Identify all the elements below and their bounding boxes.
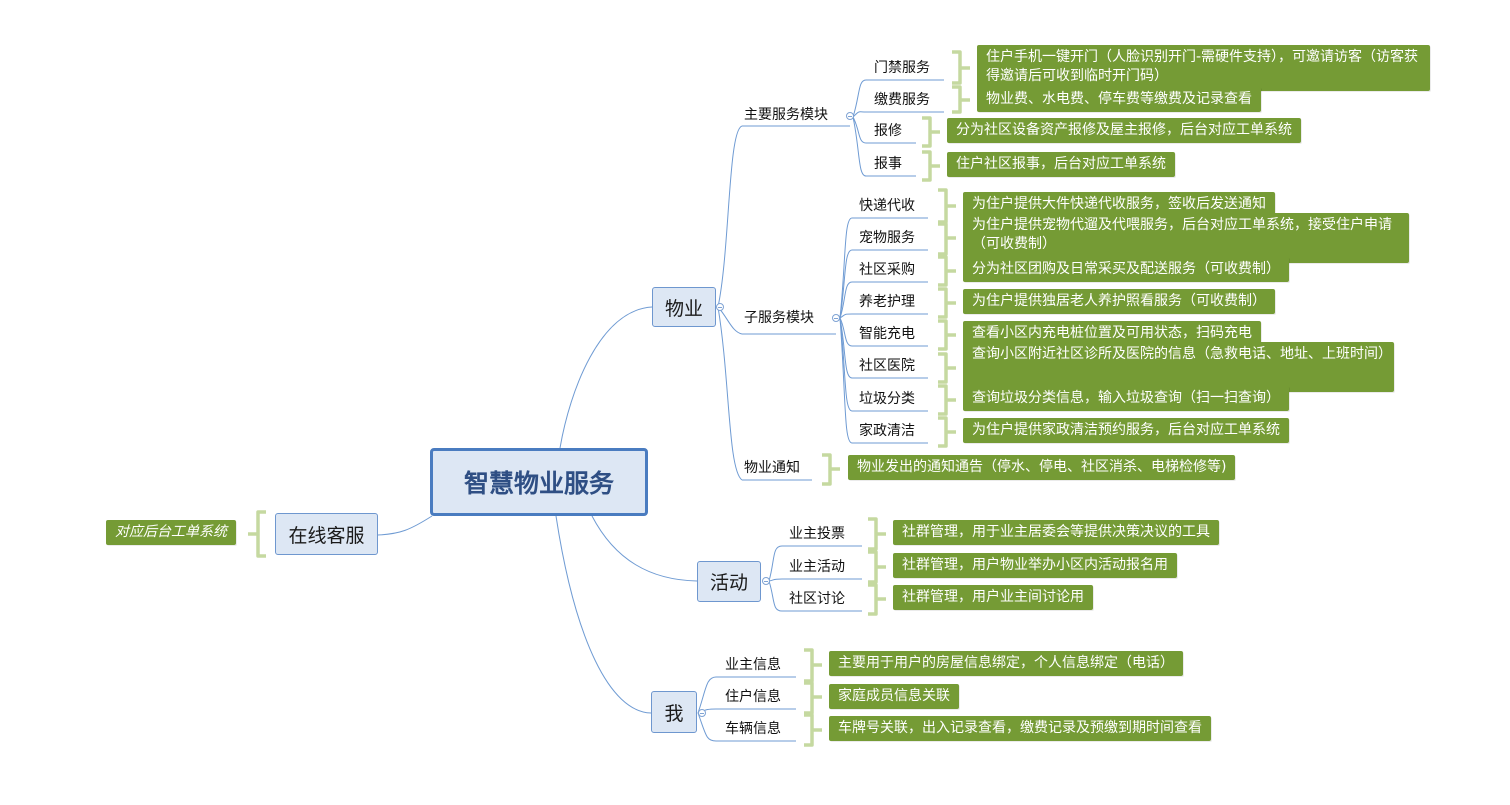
collapse-toggle-sub-modules[interactable] [832,314,840,322]
note-kuaidi: 为住户提供大件快递代收服务，签收后发送通知 [963,192,1275,217]
note-notice: 物业发出的通知通告（停水、停电、社区消杀、电梯检修等) [848,455,1236,480]
topic-menjin[interactable]: 门禁服务 [874,60,930,76]
topic-toupiao[interactable]: 业主投票 [789,526,845,542]
topic-yezhu-info[interactable]: 业主信息 [725,657,781,673]
note-kefu: 对应后台工单系统 [106,520,236,545]
root-node[interactable]: 智慧物业服务 [430,448,648,516]
topic-main-modules[interactable]: 主要服务模块 [744,107,828,123]
branch-huodong[interactable]: 活动 [697,561,761,602]
branch-wo-label: 我 [664,702,684,725]
topic-chongwu[interactable]: 宠物服务 [859,230,915,246]
topic-sub-modules[interactable]: 子服务模块 [744,310,814,326]
topic-laji[interactable]: 垃圾分类 [859,391,915,407]
topic-jiazheng[interactable]: 家政清洁 [859,423,915,439]
note-chongdian: 查看小区内充电桩位置及可用状态，扫码充电 [963,321,1261,346]
note-zhuhu-info: 家庭成员信息关联 [829,684,959,709]
topic-cheliang-info[interactable]: 车辆信息 [725,721,781,737]
topic-yiyuan[interactable]: 社区医院 [859,358,915,374]
note-jiazheng: 为住户提供家政清洁预约服务，后台对应工单系统 [963,418,1289,443]
note-cheliang-info: 车牌号关联，出入记录查看，缴费记录及预缴到期时间查看 [829,716,1211,741]
topic-baoxiu[interactable]: 报修 [874,123,902,139]
topic-zhuhu-info[interactable]: 住户信息 [725,689,781,705]
collapse-toggle-wo[interactable] [698,709,706,717]
note-menjin: 住户手机一键开门（人脸识别开门-需硬件支持），可邀请访客（访客获得邀请后可收到临… [977,45,1430,91]
topic-caigou[interactable]: 社区采购 [859,262,915,278]
topic-yanglao[interactable]: 养老护理 [859,294,915,310]
note-yanglao: 为住户提供独居老人养护照看服务（可收费制） [963,289,1275,314]
topic-baoshi[interactable]: 报事 [874,156,902,172]
note-yiyuan: 查询小区附近社区诊所及医院的信息（急救电话、地址、上班时间） [963,342,1394,392]
note-baoxiu: 分为社区设备资产报修及屋主报修，后台对应工单系统 [947,118,1301,143]
note-jiaofei: 物业费、水电费、停车费等缴费及记录查看 [977,87,1261,112]
note-caigou: 分为社区团购及日常采买及配送服务（可收费制） [963,257,1289,282]
note-baoshi: 住户社区报事，后台对应工单系统 [947,152,1175,177]
branch-kefu-label: 在线客服 [288,524,365,547]
branch-huodong-label: 活动 [709,572,748,594]
note-laji: 查询垃圾分类信息，输入垃圾查询（扫一扫查询） [963,386,1289,411]
branch-wuye[interactable]: 物业 [652,287,716,327]
note-yezhu-info: 主要用于用户的房屋信息绑定，个人信息绑定（电话） [829,651,1183,676]
topic-kuaidi[interactable]: 快递代收 [859,198,915,214]
topic-jiaofei[interactable]: 缴费服务 [874,92,930,108]
collapse-toggle-main-modules[interactable] [846,112,854,120]
collapse-toggle-wuye[interactable] [716,303,724,311]
branch-kefu[interactable]: 在线客服 [275,513,378,555]
root-label: 智慧物业服务 [463,469,614,498]
topic-chongdian[interactable]: 智能充电 [859,326,915,342]
topic-taolun[interactable]: 社区讨论 [789,591,845,607]
collapse-toggle-huodong[interactable] [762,577,770,585]
note-chongwu: 为住户提供宠物代遛及代喂服务，后台对应工单系统，接受住户申请（可收费制） [963,213,1409,263]
branch-wuye-label: 物业 [664,297,703,320]
note-taolun: 社群管理，用户业主间讨论用 [893,585,1093,610]
branch-wo[interactable]: 我 [651,691,697,733]
note-toupiao: 社群管理，用于业主居委会等提供决策决议的工具 [893,520,1219,545]
topic-huodong[interactable]: 业主活动 [789,559,845,575]
topic-notice[interactable]: 物业通知 [744,460,800,476]
note-huodong: 社群管理，用户物业举办小区内活动报名用 [893,553,1177,578]
